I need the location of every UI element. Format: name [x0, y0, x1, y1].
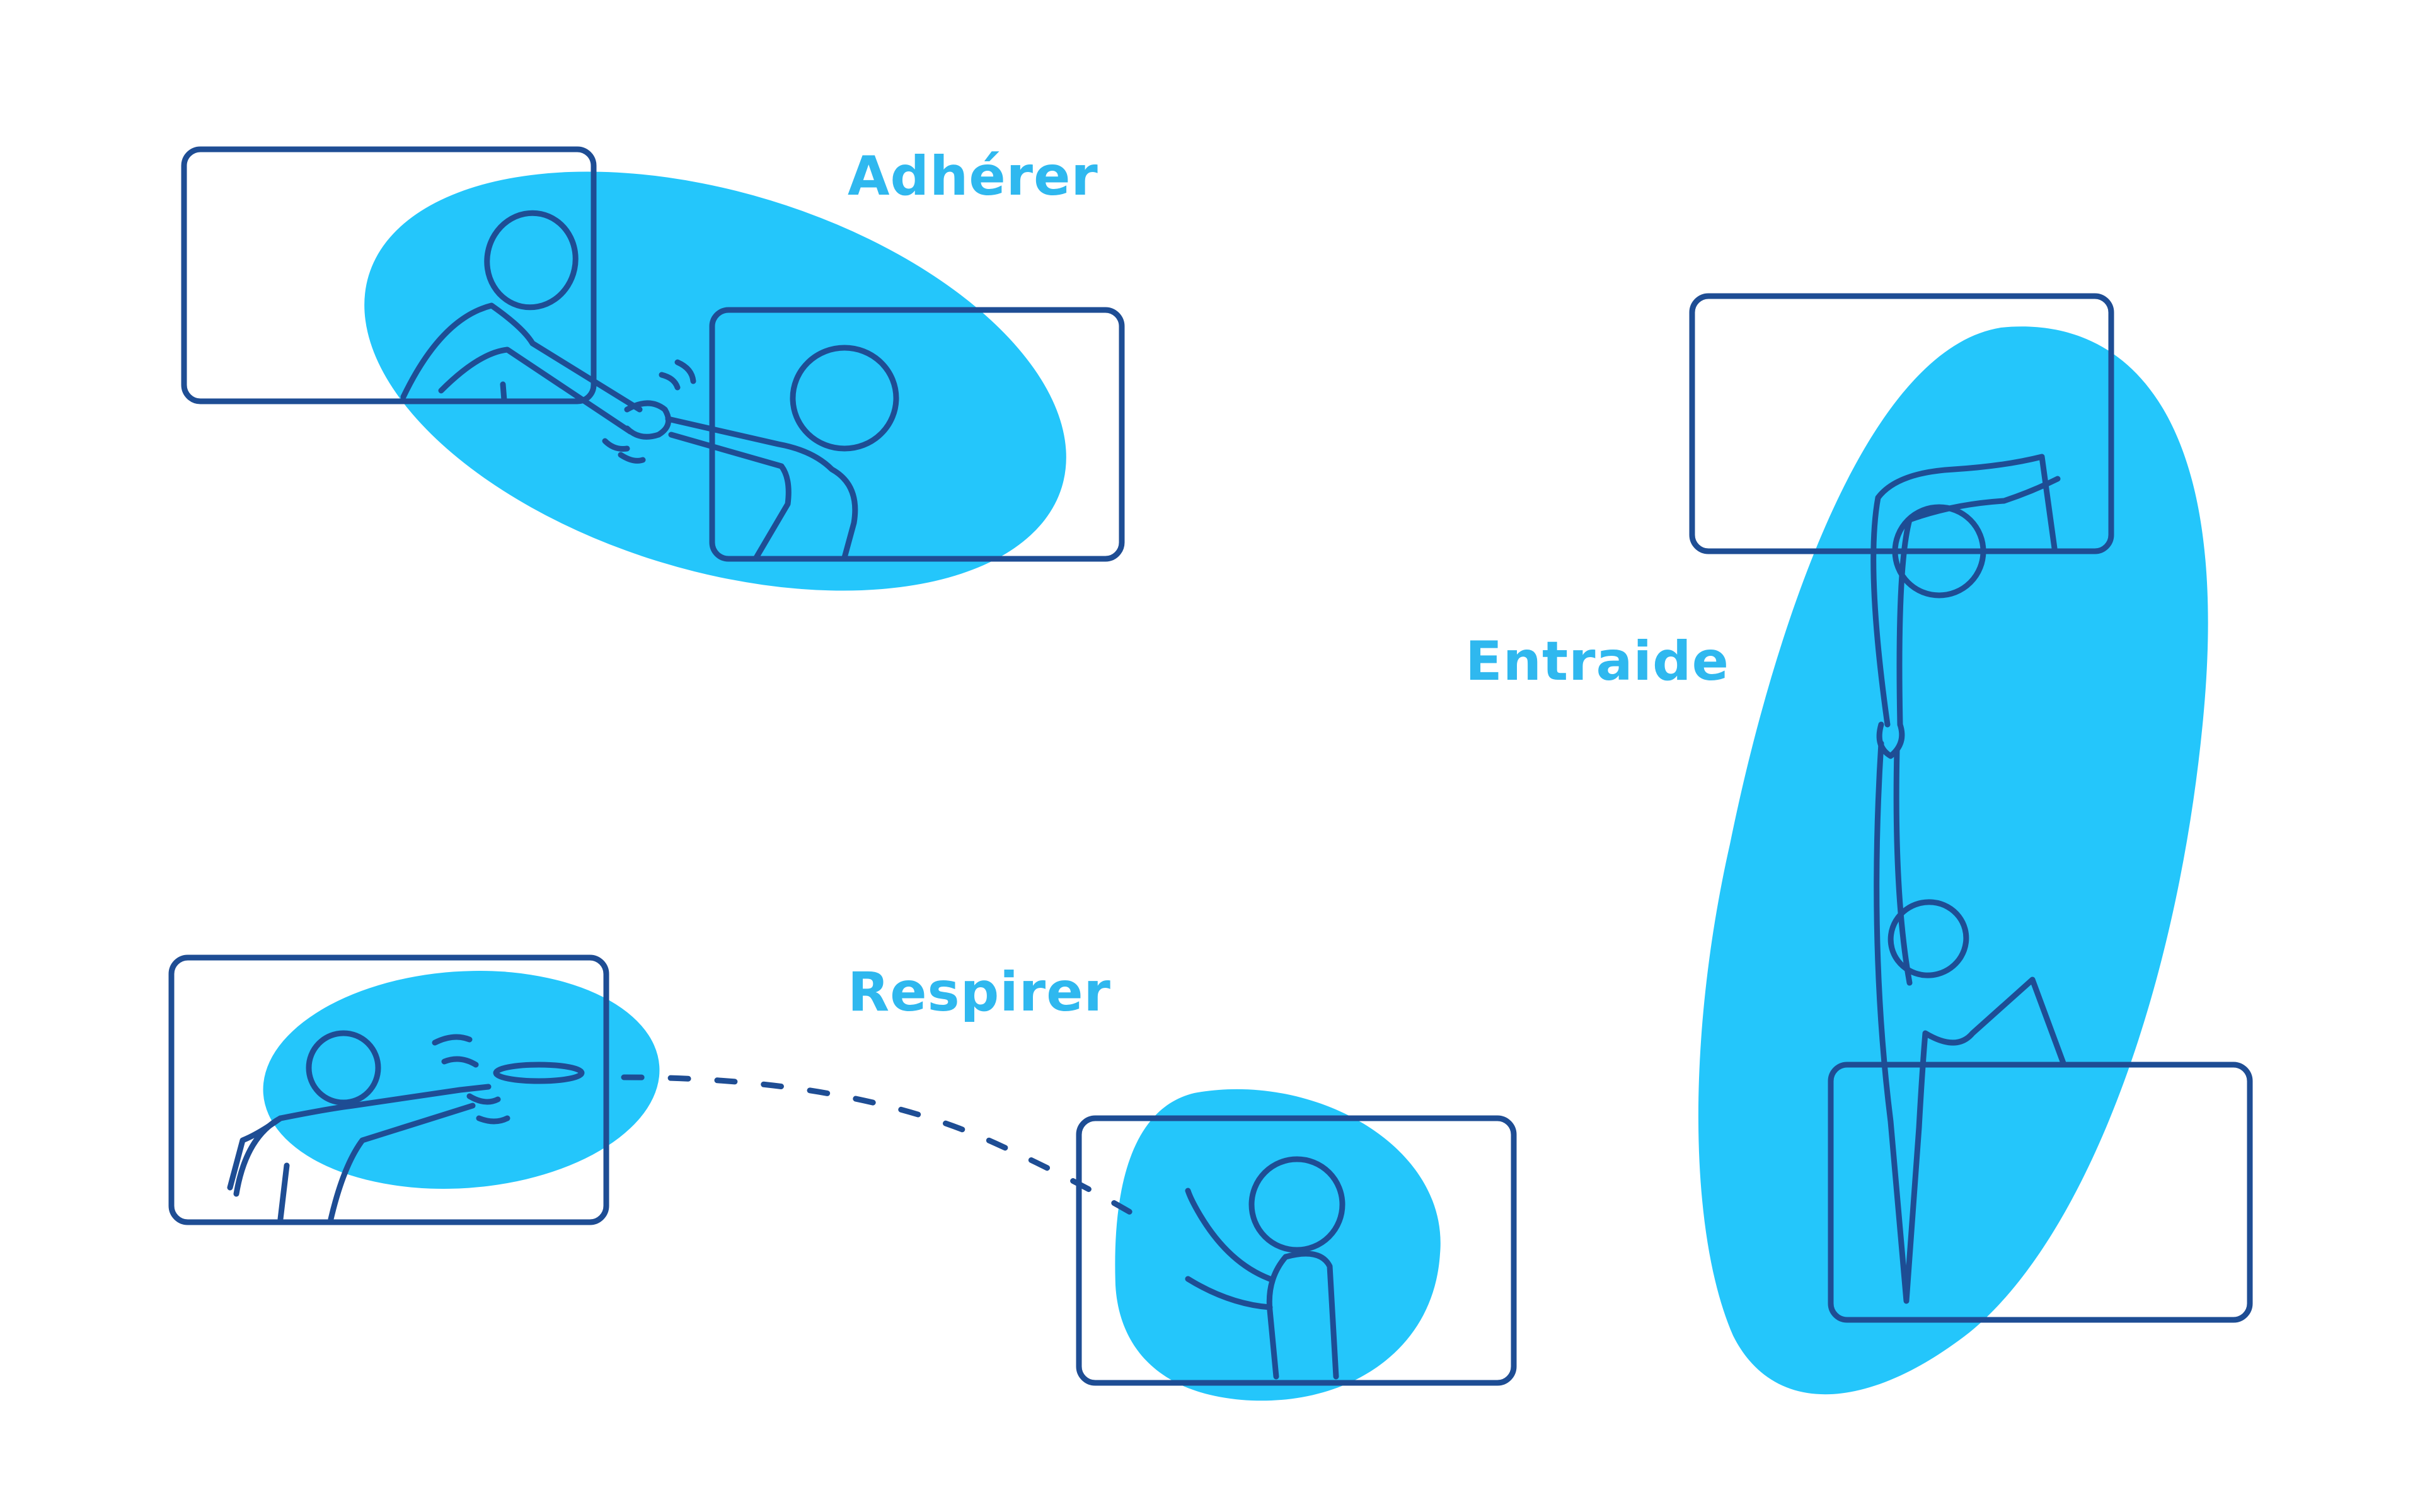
person-arm: [500, 381, 507, 403]
person-body: [1870, 454, 2058, 728]
person-body: [400, 302, 643, 413]
handshake-scene-icon: [181, 146, 1125, 591]
screen-frame-catcher: [1076, 1115, 1517, 1386]
person-head: [306, 1030, 381, 1106]
person-body: [665, 416, 858, 561]
person-arm: [668, 432, 792, 561]
climb-blob: [1698, 326, 2208, 1395]
label-entraide: Entraide: [1465, 630, 1729, 693]
thrower-blob: [263, 971, 660, 1189]
screen-frame-lower: [1828, 1062, 2253, 1323]
person-body: [1266, 1251, 1339, 1380]
shake-motion-mark: [602, 359, 696, 464]
throw-motion-mark: [432, 1034, 510, 1125]
person-leg: [277, 1162, 290, 1222]
handshake-blob: [364, 171, 1066, 591]
frisbee-flight-path: [621, 1074, 1134, 1216]
person-body: [1874, 740, 2067, 1304]
person-head: [790, 345, 899, 452]
climbing-help-scene-icon: [1689, 293, 2253, 1395]
joined-hands: [1876, 721, 1905, 759]
person-arm: [1893, 747, 1913, 986]
person-arm: [1896, 476, 2061, 728]
person-head: [1248, 1156, 1345, 1253]
person-head: [1892, 504, 1986, 598]
label-respirer: Respirer: [848, 961, 1111, 1024]
screen-frame-top-left: [181, 146, 597, 404]
handshake-hands: [624, 400, 672, 440]
person-arm: [227, 1115, 284, 1191]
screen-frame-thrower: [168, 954, 609, 1225]
label-adherer: Adhérer: [848, 145, 1098, 208]
person-arm: [328, 1102, 476, 1222]
person-arm: [438, 346, 633, 435]
person-arm: [1185, 1276, 1273, 1310]
person-arm: [1185, 1188, 1273, 1282]
person-head: [484, 210, 579, 311]
screen-frame-top-right: [709, 307, 1125, 562]
frisbee: [493, 1062, 585, 1084]
person-head: [1887, 899, 1969, 978]
frisbee-throw-scene-icon: [168, 954, 1517, 1401]
